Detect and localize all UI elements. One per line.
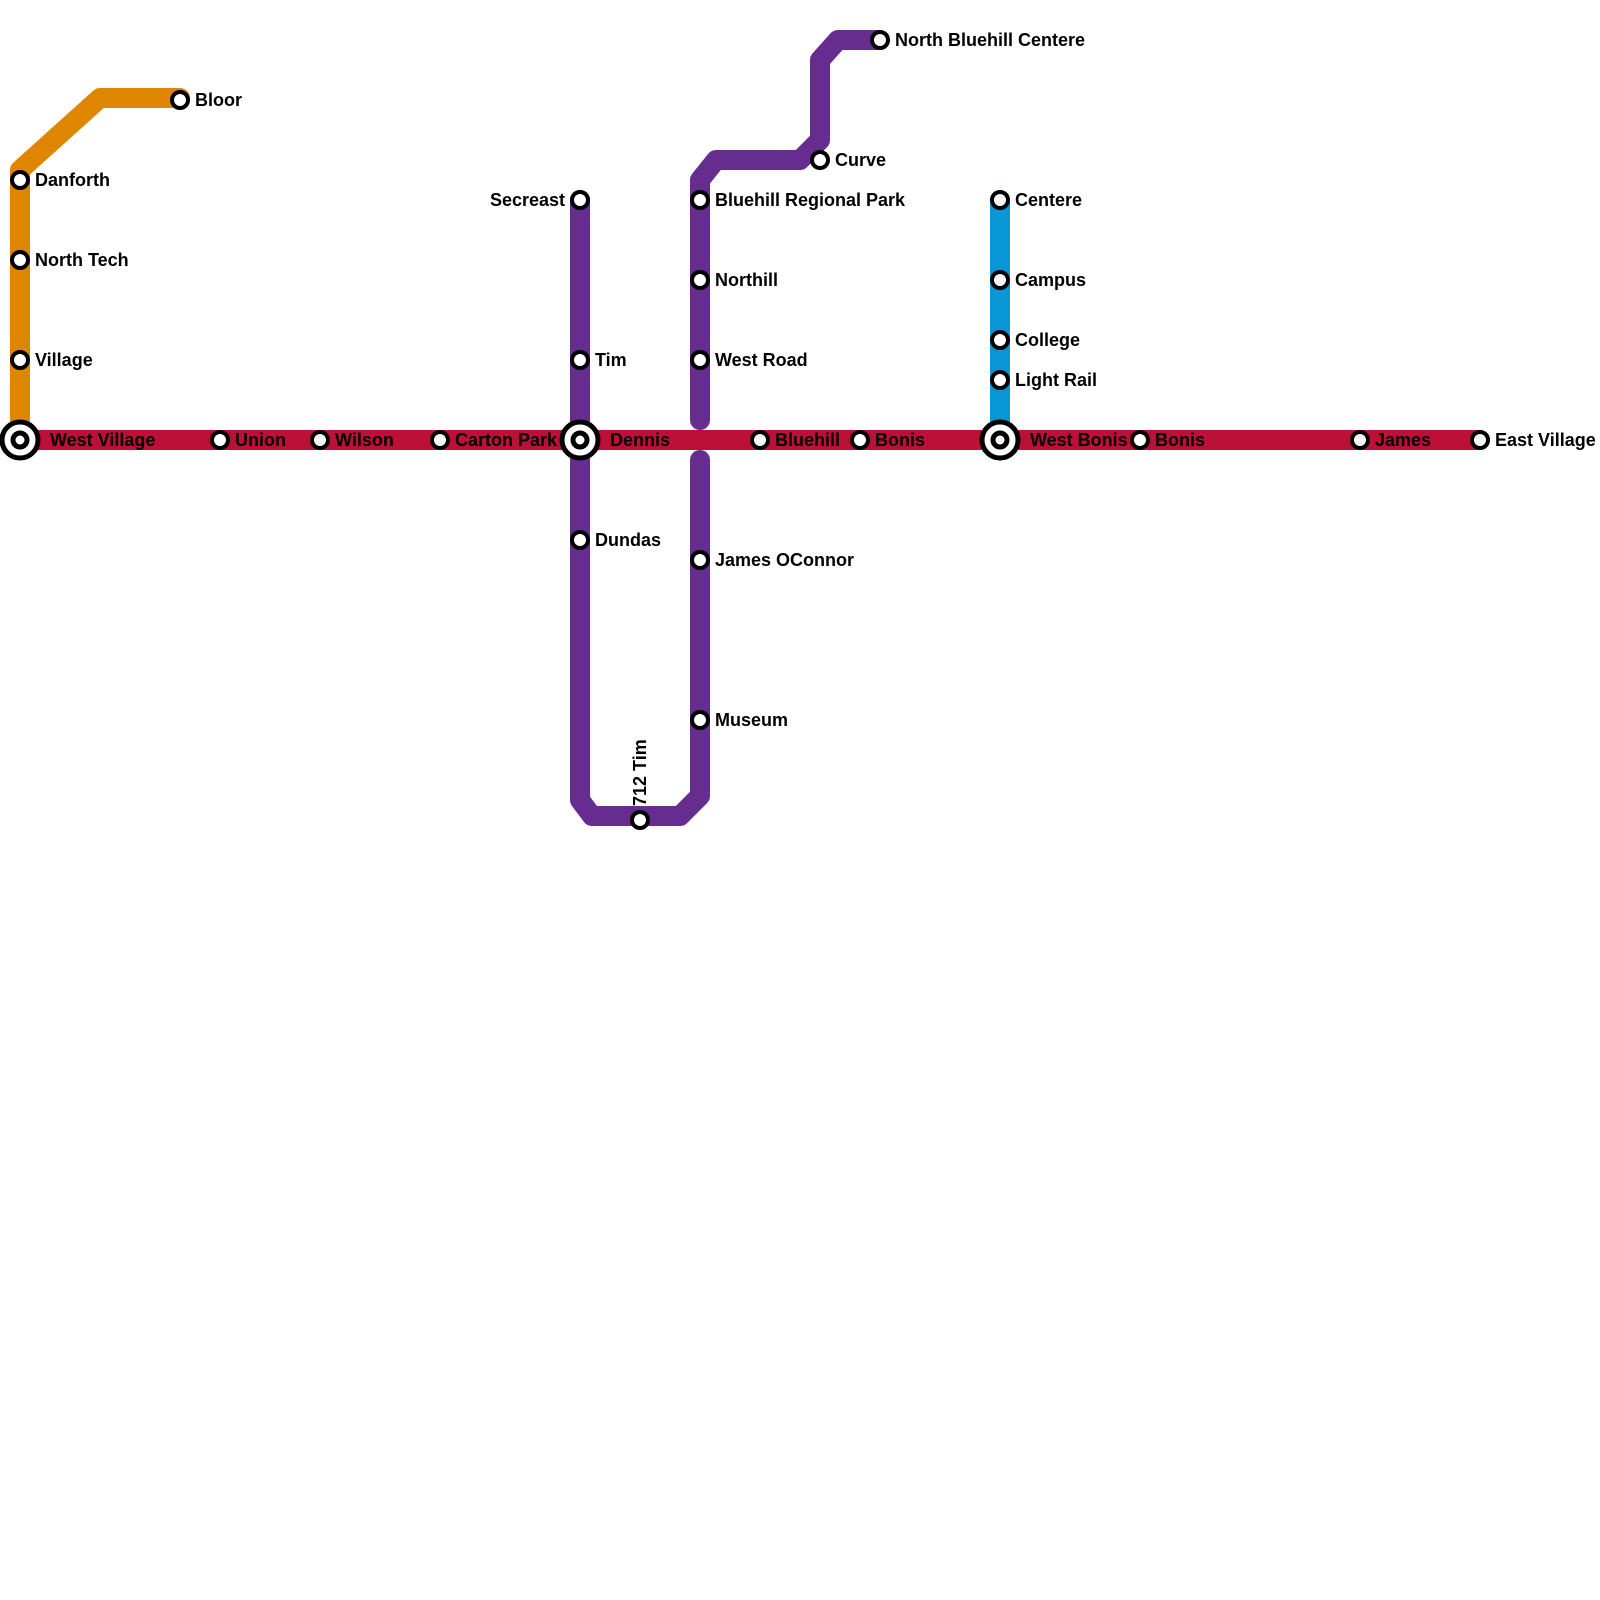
label-northill: Northill: [715, 270, 778, 290]
label-bonis-2: Bonis: [1155, 430, 1205, 450]
label-curve: Curve: [835, 150, 886, 170]
route-lines: [10, 30, 1490, 826]
stop-east-village[interactable]: [1470, 430, 1490, 450]
label-danforth: Danforth: [35, 170, 110, 190]
stop-dundas[interactable]: [570, 530, 590, 550]
stop-bonis-2[interactable]: [1130, 430, 1150, 450]
label-dundas: Dundas: [595, 530, 661, 550]
stop-west-road[interactable]: [690, 350, 710, 370]
label-light-rail: Light Rail: [1015, 370, 1097, 390]
stop-bluehill[interactable]: [750, 430, 770, 450]
label-union: Union: [235, 430, 286, 450]
purple-line-north: [690, 30, 890, 430]
orange-line: [10, 88, 190, 430]
label-bluehill: Bluehill: [775, 430, 840, 450]
stop-museum[interactable]: [690, 710, 710, 730]
stop-north-bluehill-centere[interactable]: [870, 30, 890, 50]
stop-campus[interactable]: [990, 270, 1010, 290]
label-west-village: West Village: [50, 430, 155, 450]
stop-north-tech[interactable]: [10, 250, 30, 270]
label-james: James: [1375, 430, 1431, 450]
interchange-west-village[interactable]: [0, 419, 41, 461]
label-wilson: Wilson: [335, 430, 394, 450]
label-north-tech: North Tech: [35, 250, 129, 270]
label-east-village: East Village: [1495, 430, 1596, 450]
stop-village[interactable]: [10, 350, 30, 370]
interchange-dennis[interactable]: [559, 419, 601, 461]
stop-secreast[interactable]: [570, 190, 590, 210]
label-712-tim: 712 Tim: [630, 739, 650, 806]
stop-bluehill-regional-park[interactable]: [690, 190, 710, 210]
label-bonis-1: Bonis: [875, 430, 925, 450]
label-tim: Tim: [595, 350, 627, 370]
label-campus: Campus: [1015, 270, 1086, 290]
label-college: College: [1015, 330, 1080, 350]
stop-bonis-1[interactable]: [850, 430, 870, 450]
label-james-oconnor: James OConnor: [715, 550, 854, 570]
stop-wilson[interactable]: [310, 430, 330, 450]
label-bloor: Bloor: [195, 90, 242, 110]
label-bluehill-regional-park: Bluehill Regional Park: [715, 190, 906, 210]
stop-james[interactable]: [1350, 430, 1370, 450]
stop-tim[interactable]: [570, 350, 590, 370]
label-centere: Centere: [1015, 190, 1082, 210]
label-west-bonis: West Bonis: [1030, 430, 1128, 450]
stop-centere[interactable]: [990, 190, 1010, 210]
stop-carton-park[interactable]: [430, 430, 450, 450]
label-secreast: Secreast: [490, 190, 565, 210]
label-museum: Museum: [715, 710, 788, 730]
label-carton-park: Carton Park: [455, 430, 558, 450]
label-north-bluehill-centere: North Bluehill Centere: [895, 30, 1085, 50]
stop-bloor[interactable]: [170, 90, 190, 110]
stop-curve[interactable]: [810, 150, 830, 170]
stop-danforth[interactable]: [10, 170, 30, 190]
interchange-west-bonis[interactable]: [979, 419, 1021, 461]
stop-light-rail[interactable]: [990, 370, 1010, 390]
stops: [0, 30, 1490, 830]
station-labels: West Village Union Wilson Carton Park De…: [35, 30, 1596, 806]
stop-james-oconnor[interactable]: [690, 550, 710, 570]
stop-northill[interactable]: [690, 270, 710, 290]
stop-college[interactable]: [990, 330, 1010, 350]
label-dennis: Dennis: [610, 430, 670, 450]
label-village: Village: [35, 350, 93, 370]
label-west-road: West Road: [715, 350, 808, 370]
purple-line-loop: [570, 190, 710, 826]
stop-712-tim[interactable]: [630, 810, 650, 830]
stop-union[interactable]: [210, 430, 230, 450]
